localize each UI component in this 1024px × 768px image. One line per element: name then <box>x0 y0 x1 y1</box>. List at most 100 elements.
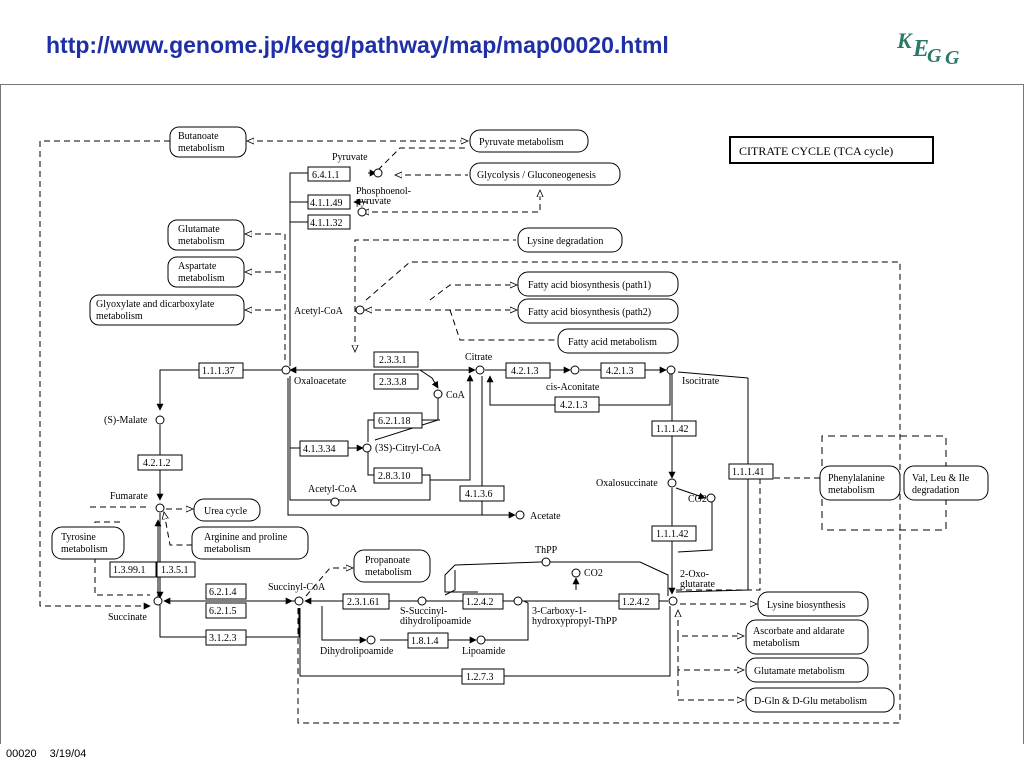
svg-text:1.2.4.2: 1.2.4.2 <box>622 597 650 608</box>
node-ssdl[interactable] <box>417 596 427 606</box>
enzyme-3-1-2-3[interactable]: 3.1.2.3 <box>205 629 247 646</box>
enzyme-6-2-1-18[interactable]: 6.2.1.18 <box>373 412 423 429</box>
label-lipoamide: Lipoamide <box>462 646 506 657</box>
enzyme-6-4-1-1[interactable]: 6.4.1.1 <box>307 166 351 182</box>
map-fatty-acid-biosynthesis-2[interactable]: Fatty acid biosynthesis (path2) <box>517 298 679 324</box>
node-citrylcoa[interactable] <box>362 443 372 453</box>
node-citrate[interactable] <box>475 365 485 375</box>
node-oxoglutarate[interactable] <box>668 596 678 606</box>
enzyme-1-1-1-37[interactable]: 1.1.1.37 <box>198 362 244 379</box>
label-pyruvate: Pyruvate <box>332 152 368 163</box>
enzyme-2-3-3-8[interactable]: 2.3.3.8 <box>373 373 419 390</box>
footer-date: 3/19/04 <box>49 748 87 760</box>
node-carboxy[interactable] <box>513 596 523 606</box>
enzyme-4-2-1-3-b[interactable]: 4.2.1.3 <box>600 362 646 379</box>
enzyme-4-1-3-34[interactable]: 4.1.3.34 <box>299 440 349 457</box>
map-pyruvate[interactable]: Pyruvate metabolism <box>469 129 589 153</box>
enzyme-4-1-3-6[interactable]: 4.1.3.6 <box>459 485 505 502</box>
enzyme-4-1-1-49[interactable]: 4.1.1.49 <box>307 194 351 210</box>
node-fumarate[interactable] <box>155 503 165 513</box>
svg-text:1.8.1.4: 1.8.1.4 <box>411 636 439 647</box>
svg-text:metabolism: metabolism <box>96 311 143 322</box>
node-lipoamide[interactable] <box>476 635 486 645</box>
node-acetylcoa2[interactable] <box>330 497 340 507</box>
svg-text:4.1.1.49: 4.1.1.49 <box>310 198 343 209</box>
svg-text:Arginine and proline: Arginine and proline <box>204 532 288 543</box>
enzyme-1-1-1-42-a[interactable]: 1.1.1.42 <box>651 420 697 437</box>
map-lysine-degradation[interactable]: Lysine degradation <box>517 227 623 253</box>
tca-cycle-diagram: CITRATE CYCLE (TCA cycle) <box>39 126 989 724</box>
enzyme-1-2-7-3[interactable]: 1.2.7.3 <box>461 668 505 685</box>
map-lysine-biosynthesis[interactable]: Lysine biosynthesis <box>757 591 869 617</box>
node-pep[interactable] <box>357 207 367 217</box>
node-cisaconitate[interactable] <box>570 365 580 375</box>
label-pep-2: pyruvate <box>356 196 392 207</box>
title-box-text: CITRATE CYCLE (TCA cycle) <box>739 144 893 158</box>
enzyme-4-1-1-32[interactable]: 4.1.1.32 <box>307 214 351 230</box>
map-d-gln-d-glu[interactable]: D-Gln & D-Glu metabolism <box>745 687 895 713</box>
svg-text:4.2.1.3: 4.2.1.3 <box>606 366 634 377</box>
svg-text:G: G <box>945 47 960 69</box>
label-coa: CoA <box>446 390 466 401</box>
enzyme-1-3-99-1[interactable]: 1.3.99.1 <box>109 561 157 578</box>
svg-text:Glutamate metabolism: Glutamate metabolism <box>754 666 845 677</box>
page-url-title[interactable]: http://www.genome.jp/kegg/pathway/map/ma… <box>46 32 669 58</box>
enzyme-4-2-1-2[interactable]: 4.2.1.2 <box>137 454 183 471</box>
enzyme-6-2-1-5[interactable]: 6.2.1.5 <box>205 602 247 619</box>
label-citrate: Citrate <box>465 352 493 363</box>
enzyme-1-1-1-41[interactable]: 1.1.1.41 <box>728 463 774 480</box>
enzyme-1-2-4-2-a[interactable]: 1.2.4.2 <box>462 593 504 610</box>
node-co2a[interactable] <box>706 493 716 503</box>
svg-text:6.2.1.18: 6.2.1.18 <box>378 416 411 427</box>
map-fatty-acid-metabolism[interactable]: Fatty acid metabolism <box>557 328 679 354</box>
node-co2b[interactable] <box>571 568 581 578</box>
label-co2b: CO2 <box>584 568 603 579</box>
enzyme-2-3-1-61[interactable]: 2.3.1.61 <box>342 593 390 610</box>
svg-text:4.2.1.2: 4.2.1.2 <box>143 458 171 469</box>
map-fatty-acid-biosynthesis-1[interactable]: Fatty acid biosynthesis (path1) <box>517 271 679 297</box>
map-glutamate-2[interactable]: Glutamate metabolism <box>745 657 869 683</box>
node-malate[interactable] <box>155 415 165 425</box>
map-urea-cycle[interactable]: Urea cycle <box>193 498 261 522</box>
enzyme-1-8-1-4[interactable]: 1.8.1.4 <box>407 632 449 649</box>
enzyme-1-2-4-2-b[interactable]: 1.2.4.2 <box>618 593 660 610</box>
node-acetate[interactable] <box>515 510 525 520</box>
svg-text:metabolism: metabolism <box>178 273 225 284</box>
svg-text:2.8.3.10: 2.8.3.10 <box>378 471 411 482</box>
enzyme-4-2-1-3-c[interactable]: 4.2.1.3 <box>554 396 600 413</box>
node-isocitrate[interactable] <box>666 365 676 375</box>
title-box <box>729 136 934 164</box>
label-carboxy-2: hydroxypropyl-ThPP <box>532 616 617 627</box>
enzyme-6-2-1-4[interactable]: 6.2.1.4 <box>205 583 247 600</box>
label-malate: (S)-Malate <box>104 415 148 426</box>
node-thpp[interactable] <box>541 557 551 567</box>
node-acetylcoa[interactable] <box>355 305 365 315</box>
node-coa[interactable] <box>433 389 443 399</box>
enzyme-1-3-5-1[interactable]: 1.3.5.1 <box>156 561 196 578</box>
label-citrylcoa: (3S)-Citryl-CoA <box>375 443 442 454</box>
node-pyruvate[interactable] <box>373 168 383 178</box>
label-cisaconitate: cis-Aconitate <box>546 382 600 393</box>
enzyme-1-1-1-42-b[interactable]: 1.1.1.42 <box>651 525 697 542</box>
map-glycolysis[interactable]: Glycolysis / Gluconeogenesis <box>469 162 621 186</box>
node-oxaloacetate[interactable] <box>281 365 291 375</box>
node-oxalosuccinate[interactable] <box>667 478 677 488</box>
enzyme-2-8-3-10[interactable]: 2.8.3.10 <box>373 467 423 484</box>
node-succinate[interactable] <box>153 596 163 606</box>
enzyme-4-2-1-3-a[interactable]: 4.2.1.3 <box>505 362 551 379</box>
label-dihydrolipoamide: Dihydrolipoamide <box>320 646 394 657</box>
node-succinylcoa[interactable] <box>294 596 304 606</box>
enzyme-2-3-3-1[interactable]: 2.3.3.1 <box>373 351 419 368</box>
label-acetylcoa: Acetyl-CoA <box>294 306 344 317</box>
node-dihydrolipoamide[interactable] <box>366 635 376 645</box>
